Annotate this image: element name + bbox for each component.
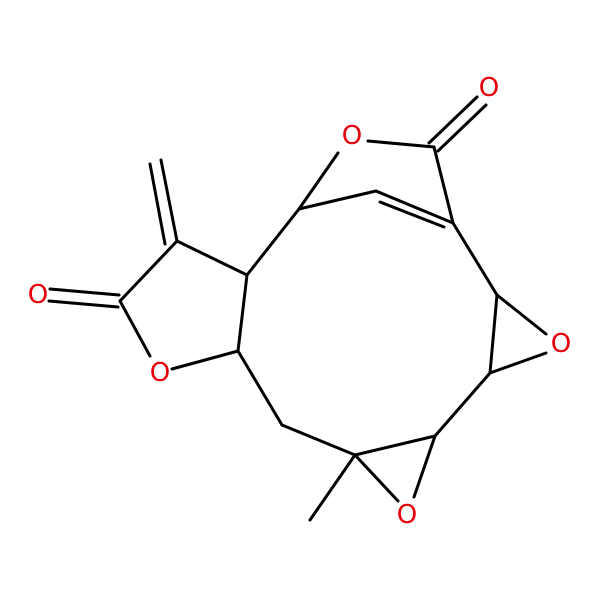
bond xyxy=(148,162,167,246)
bond xyxy=(48,287,121,297)
bond xyxy=(236,349,284,427)
bond xyxy=(495,293,548,336)
bonds xyxy=(47,95,548,522)
bond xyxy=(353,453,400,503)
bond xyxy=(245,207,301,277)
oxygen-atom-label: O xyxy=(150,358,170,388)
oxygen-atom-label: O xyxy=(28,280,48,310)
bond xyxy=(374,189,455,225)
bond xyxy=(353,434,437,457)
bond xyxy=(432,145,455,225)
bond xyxy=(118,299,152,358)
bond xyxy=(280,423,357,457)
bond xyxy=(427,95,479,145)
bond xyxy=(378,200,446,229)
bond xyxy=(451,221,499,297)
bond xyxy=(488,293,499,375)
bond xyxy=(488,351,548,375)
bond xyxy=(366,139,436,149)
bond xyxy=(412,434,437,499)
bond xyxy=(236,273,249,353)
bond xyxy=(159,158,179,243)
bond xyxy=(297,151,340,211)
atom-labels: O O O O O O xyxy=(28,73,571,530)
bond xyxy=(308,453,357,522)
bond xyxy=(170,349,240,371)
bond xyxy=(47,299,120,309)
bond xyxy=(297,189,378,211)
oxygen-atom-label: O xyxy=(479,73,499,103)
oxygen-atom-label: O xyxy=(397,500,417,530)
oxygen-atom-label: O xyxy=(551,329,571,359)
bond xyxy=(118,239,179,303)
bond xyxy=(433,371,492,438)
bond xyxy=(175,239,249,277)
oxygen-atom-label: O xyxy=(342,121,362,151)
bond xyxy=(436,103,488,153)
